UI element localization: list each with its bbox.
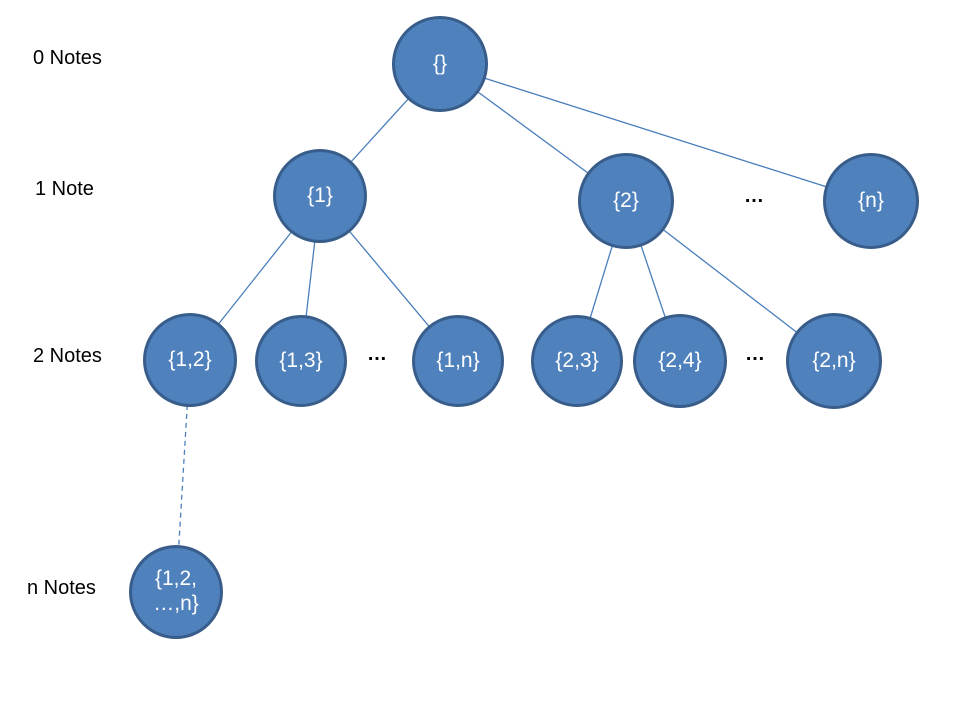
tree-node-set-1-2-n: {1,2, …,n} <box>129 545 223 639</box>
row-n-notes-label: n Notes <box>27 577 96 599</box>
tree-node-set-1: {1} <box>273 149 367 243</box>
tree-node-label-set-1-2: {1,2} <box>168 347 212 371</box>
tree-node-label-set-2-4: {2,4} <box>658 348 702 372</box>
tree-node-set-n: {n} <box>823 153 919 249</box>
tree-edge-empty-set-to-set-n <box>439 63 872 202</box>
row-1-note-label: 1 Note <box>35 178 94 200</box>
row-0-notes-label: 0 Notes <box>33 47 102 69</box>
tree-node-label-set-2-n: {2,n} <box>812 348 856 372</box>
tree-node-label-set-1-3: {1,3} <box>279 348 323 372</box>
tree-node-label-set-n: {n} <box>858 188 884 212</box>
ellipsis-level2-right: … <box>745 343 765 365</box>
tree-node-set-2-3: {2,3} <box>531 315 623 407</box>
ellipsis-level1: … <box>744 185 764 207</box>
tree-node-label-set-2: {2} <box>613 188 639 212</box>
tree-node-label-set-1-2-n: {1,2, …,n} <box>153 567 199 615</box>
row-2-notes-label: 2 Notes <box>33 345 102 367</box>
tree-node-label-set-2-3: {2,3} <box>555 348 599 372</box>
tree-node-label-set-1: {1} <box>307 183 333 207</box>
tree-node-set-1-2: {1,2} <box>143 313 237 407</box>
tree-node-set-1-n: {1,n} <box>412 315 504 407</box>
tree-node-set-2-4: {2,4} <box>633 314 727 408</box>
ellipsis-level2-left: … <box>367 343 387 365</box>
tree-node-label-set-1-n: {1,n} <box>436 348 480 372</box>
tree-node-set-2: {2} <box>578 153 674 249</box>
tree-node-set-2-n: {2,n} <box>786 313 882 409</box>
tree-node-label-empty-set: {} <box>432 51 448 75</box>
tree-node-set-1-3: {1,3} <box>255 315 347 407</box>
tree-node-empty-set: {} <box>392 16 488 112</box>
